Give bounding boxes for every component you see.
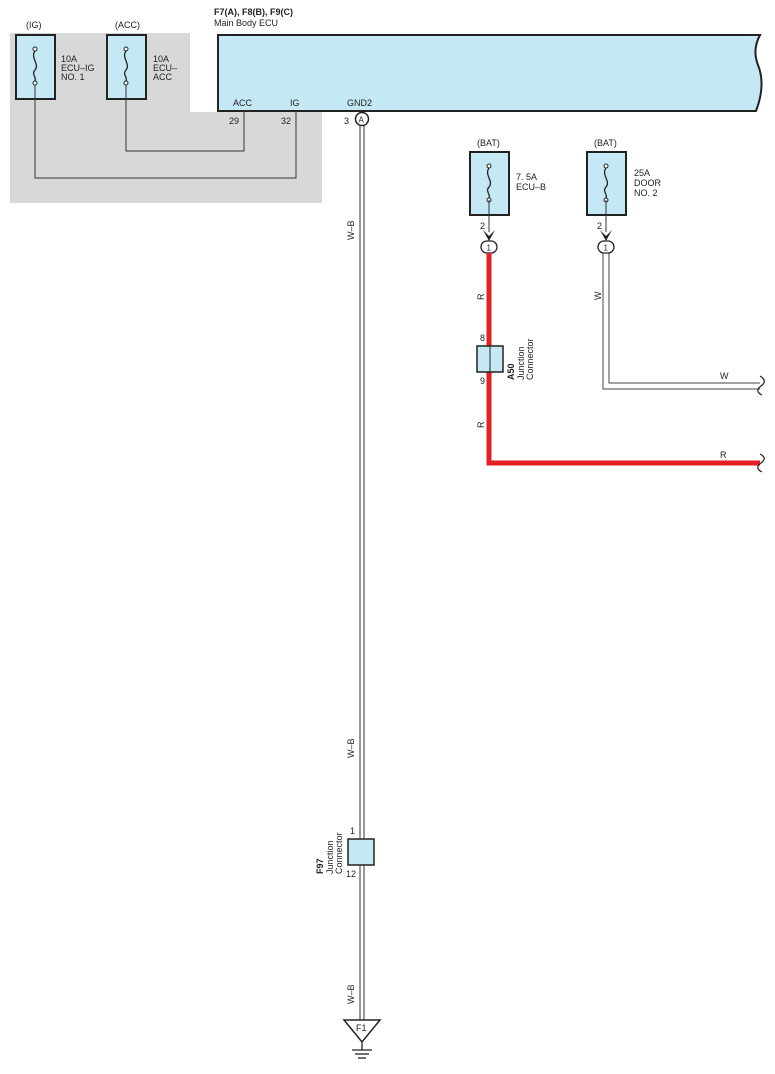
fuse-ecub-source: (BAT) bbox=[477, 138, 500, 148]
a50-pin-out: 9 bbox=[480, 376, 485, 386]
wire-ig bbox=[34, 85, 297, 179]
wire-label-w-2: W bbox=[720, 371, 729, 381]
ecu-pin-num-ig: 32 bbox=[281, 116, 291, 126]
gnd-connector-a: A bbox=[354, 111, 370, 127]
wire-label-r-1: R bbox=[476, 293, 486, 300]
wire-label-r-3: R bbox=[720, 450, 727, 460]
wire-acc bbox=[125, 85, 245, 152]
fuse-door-number: NO. 2 bbox=[634, 188, 658, 198]
fuse-door-pin: 2 bbox=[597, 221, 602, 231]
fuse-ig-number: NO. 1 bbox=[61, 72, 85, 82]
fuse-acc-number: ACC bbox=[153, 72, 173, 82]
wire-label-w-1: W bbox=[593, 291, 603, 300]
wire-label-wb-1: W–B bbox=[346, 220, 356, 240]
fuse-acc-name: ECU– bbox=[153, 63, 177, 73]
fuse-door-source: (BAT) bbox=[594, 138, 617, 148]
fuse-door-rating: 25A bbox=[634, 168, 650, 178]
f97-label-2: Connector bbox=[334, 832, 344, 874]
fuse-acc-rating: 10A bbox=[153, 54, 169, 64]
ecu-pin-gnd2: GND2 bbox=[347, 98, 372, 108]
fuse-ig-rating: 10A bbox=[61, 54, 77, 64]
junction-connector-a50: 8 9 A50 Junction Connector bbox=[476, 333, 535, 386]
fuse-acc-source: (ACC) bbox=[115, 20, 140, 30]
f97-pin-out: 12 bbox=[346, 869, 356, 879]
f97-code: F97 bbox=[315, 858, 325, 874]
a50-pin-in: 8 bbox=[480, 333, 485, 343]
ground-label: F1 bbox=[356, 1023, 367, 1033]
ignition-panel bbox=[10, 33, 322, 203]
gnd-connector-label: A bbox=[359, 116, 365, 125]
fuse-ig-name: ECU–IG bbox=[61, 63, 95, 73]
ecu-pin-num-gnd: 3 bbox=[344, 116, 349, 126]
ground-f1: F1 bbox=[342, 1019, 382, 1059]
fuse-door-conn: 1 bbox=[604, 244, 609, 253]
fuse-ecub-name: ECU–B bbox=[516, 182, 546, 192]
ecu-pin-num-acc: 29 bbox=[229, 116, 239, 126]
a50-label-2: Connector bbox=[525, 338, 535, 380]
junction-connector-f97: 1 12 F97 Junction Connector bbox=[315, 826, 375, 879]
wire-label-wb-3: W–B bbox=[346, 984, 356, 1004]
fuse-ecub-conn: 1 bbox=[487, 244, 492, 253]
wire-w-b-ground bbox=[359, 126, 365, 1020]
fuse-ecub-pin: 2 bbox=[480, 221, 485, 231]
fuse-ecub-rating: 7. 5A bbox=[516, 172, 537, 182]
fuse-ecu-b: (BAT) 7. 5A ECU–B 2 1 bbox=[469, 138, 546, 254]
ecu-name: Main Body ECU bbox=[214, 18, 278, 28]
wire-label-wb-2: W–B bbox=[346, 738, 356, 758]
ecu-pin-ig: IG bbox=[290, 98, 300, 108]
fuse-ecu-ig: (IG) 10A ECU–IG NO. 1 bbox=[15, 20, 95, 100]
fuse-ig-source: (IG) bbox=[26, 20, 42, 30]
f97-pin-in: 1 bbox=[350, 826, 355, 836]
a50-code: A50 bbox=[506, 363, 516, 380]
main-body-ecu: F7(A), F8(B), F9(C) Main Body ECU ACC IG… bbox=[214, 7, 763, 126]
fuse-door-name: DOOR bbox=[634, 178, 662, 188]
wire-white bbox=[602, 253, 765, 396]
f97-label-1: Junction bbox=[325, 840, 335, 874]
fuse-door-no2: (BAT) 25A DOOR NO. 2 2 1 bbox=[586, 138, 662, 254]
ecu-connectors: F7(A), F8(B), F9(C) bbox=[214, 7, 293, 17]
ecu-pin-acc: ACC bbox=[233, 98, 253, 108]
wire-red bbox=[486, 253, 765, 473]
a50-label-1: Junction bbox=[516, 346, 526, 380]
wire-label-r-2: R bbox=[476, 421, 486, 428]
